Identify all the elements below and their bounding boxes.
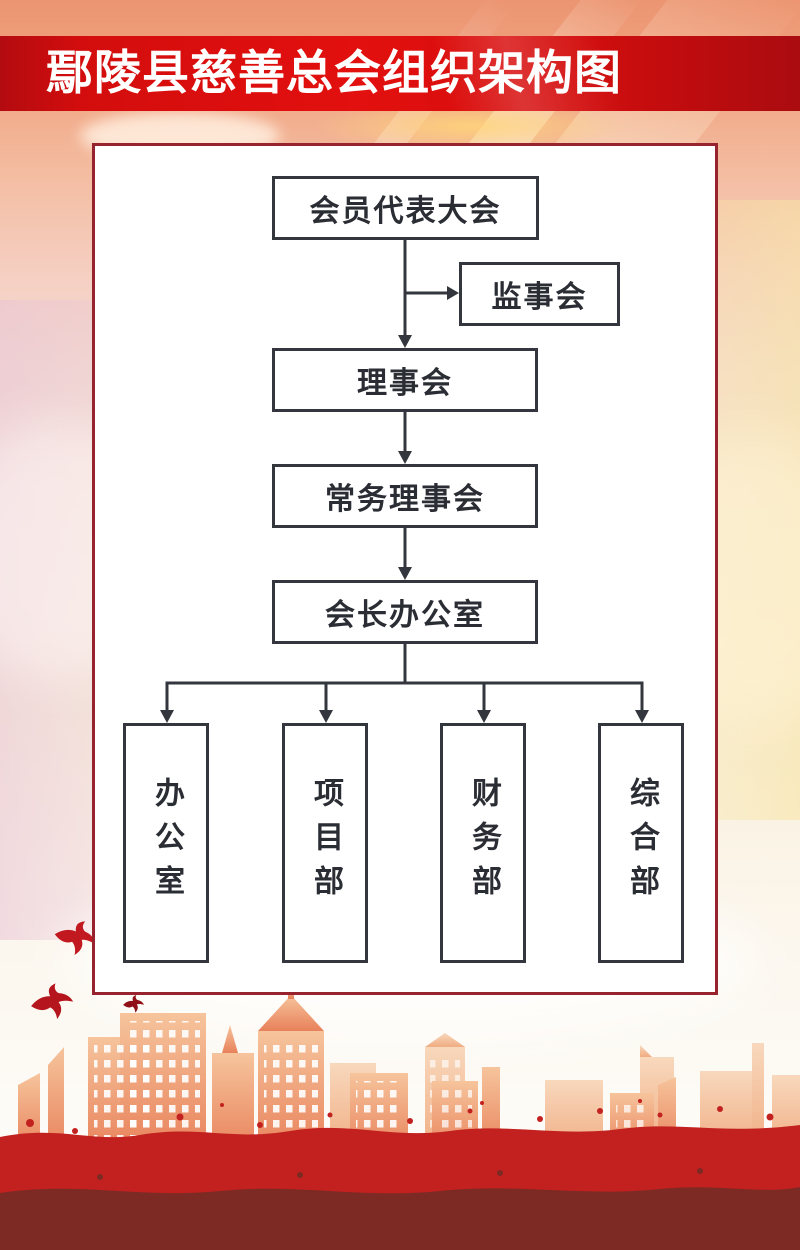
node-dept-comprehensive-label: 综合部 (624, 777, 659, 909)
node-president-office-label: 会长办公室 (325, 598, 485, 633)
node-dept-finance: 财务部 (440, 723, 526, 963)
node-supervisory-board: 监事会 (459, 262, 620, 326)
node-dept-general-office-label: 办公室 (149, 777, 184, 909)
node-dept-finance-label: 财务部 (466, 777, 501, 909)
node-president-office: 会长办公室 (272, 580, 538, 644)
node-board-of-directors: 理事会 (272, 348, 538, 412)
node-member-assembly-label: 会员代表大会 (309, 194, 502, 229)
city-skyline (0, 985, 800, 1250)
org-chart-panel: 会员代表大会 监事会 理事会 常务理事会 会长办公室 办公室 项目部 财务部 综… (92, 143, 718, 995)
node-dept-project: 项目部 (282, 723, 368, 963)
node-dept-project-label: 项目部 (308, 777, 343, 909)
node-dept-general-office: 办公室 (123, 723, 209, 963)
node-board-of-directors-label: 理事会 (357, 366, 453, 401)
node-supervisory-board-label: 监事会 (491, 280, 588, 315)
node-dept-comprehensive: 综合部 (598, 723, 684, 963)
dove-icon (31, 983, 74, 1020)
node-standing-council: 常务理事会 (272, 464, 538, 528)
title-banner: 鄢陵县慈善总会组织架构图 (0, 36, 800, 111)
poster-title: 鄢陵县慈善总会组织架构图 (46, 46, 622, 101)
node-standing-council-label: 常务理事会 (325, 482, 485, 517)
node-member-assembly: 会员代表大会 (272, 176, 539, 240)
